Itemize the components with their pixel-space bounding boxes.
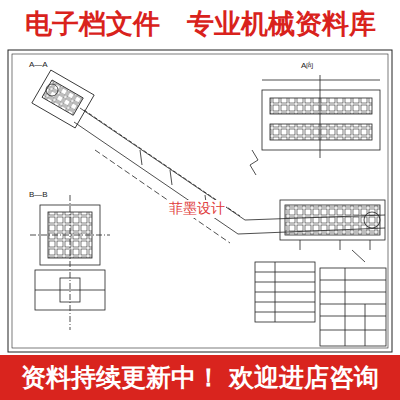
section-label: B—B (28, 190, 49, 199)
banner-text: 资料持续更新中！ 欢迎进店咨询 (21, 361, 380, 394)
view-label: A向 (300, 60, 315, 71)
banner-text: 电子档文件 专业机械资料库 (25, 6, 376, 42)
drawing-border (12, 54, 388, 348)
section-label: A—A (28, 60, 49, 69)
conveyor (30, 70, 386, 346)
drawing-frame (8, 50, 392, 352)
watermark: 菲墨设计 (168, 200, 226, 218)
top-banner: 电子档文件 专业机械资料库 (0, 0, 400, 48)
bottom-banner: 资料持续更新中！ 欢迎进店咨询 (0, 355, 400, 400)
